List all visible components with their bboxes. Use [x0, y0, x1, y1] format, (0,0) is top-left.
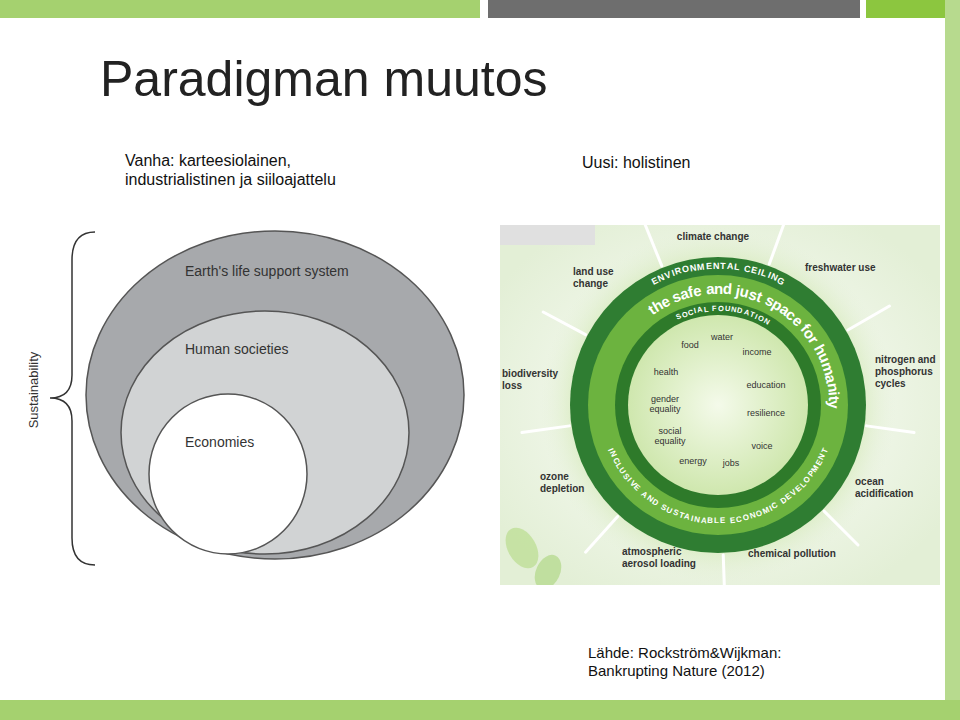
diagram-label: land use change: [573, 266, 625, 290]
spoke: [723, 555, 725, 585]
spoke: [867, 426, 915, 433]
ring-environmental: [570, 257, 866, 553]
diagram-label: climate change: [677, 231, 749, 243]
arc-letter: n: [714, 281, 723, 296]
arc-letter: N: [689, 263, 697, 273]
glow: [540, 227, 896, 583]
inner-disc: [628, 315, 808, 495]
diagram-label: social equality: [650, 426, 690, 446]
diagram-label: atmospheric aerosol loading: [622, 546, 717, 570]
diagram-label: food: [681, 340, 699, 350]
circle-label: Economies: [185, 434, 254, 450]
diagram-label: gender equality: [645, 394, 685, 414]
leaf: [530, 551, 567, 585]
spoke: [769, 225, 785, 264]
top-bar: [488, 0, 860, 18]
diagram-label: education: [746, 380, 785, 390]
slide-title: Paradigman muutos: [100, 48, 547, 110]
diagram-label: voice: [751, 441, 772, 451]
image-ground: [500, 225, 940, 585]
nested-circle: Economies: [148, 393, 308, 555]
arc-letter: U: [724, 305, 730, 313]
bottom-bar: [0, 700, 960, 720]
arc-letter: A: [700, 516, 707, 525]
arc-letter: t: [827, 395, 842, 401]
arc-letter: a: [705, 281, 714, 297]
spoke: [522, 426, 570, 433]
arc-letter: E: [705, 262, 712, 271]
arc-letter: E: [729, 516, 735, 525]
arc-letter: O: [742, 514, 750, 523]
diagram-label: Vanha: karteesiolainen, industrialistine…: [125, 151, 395, 189]
diagram-label: water: [711, 332, 733, 342]
doughnut-illustration: [500, 225, 940, 585]
diagram-label: nitrogen and phosphorus cycles: [875, 354, 943, 390]
diagram-label: resilience: [747, 408, 785, 418]
arc-letter: E: [720, 517, 726, 525]
ring-safe-space: [588, 275, 848, 535]
arc-letter: N: [693, 515, 700, 524]
diagram-label: ocean acidification: [855, 476, 927, 500]
spoke: [848, 306, 890, 330]
diagram-label: chemical pollution: [748, 548, 836, 560]
arc-letter: F: [712, 305, 717, 313]
nested-circle: Earth's life support systemHuman societi…: [85, 230, 465, 560]
circle-shape: [149, 394, 307, 554]
circle-shape: [121, 311, 409, 554]
arc-letter: y: [827, 401, 842, 409]
arc-letter: A: [726, 262, 733, 272]
diagram-label: biodiversity loss: [502, 368, 568, 392]
nested-circle: Human societiesEconomies: [120, 310, 410, 555]
top-bar: [0, 0, 480, 18]
arc-letter: T: [720, 261, 726, 270]
arc-letter: L: [703, 305, 708, 313]
arc-letter: O: [718, 305, 724, 313]
spoke: [586, 516, 618, 552]
arc-letter: d: [723, 281, 733, 297]
diagram-label: Uusi: holistinen: [582, 153, 691, 172]
arc-letter: C: [735, 515, 742, 524]
diagram-label: freshwater use: [805, 262, 876, 274]
spoke: [543, 312, 585, 335]
circle-outline: [148, 393, 308, 555]
circle-shape: [86, 231, 464, 559]
circle-label: Human societies: [185, 341, 289, 357]
image-corner: [500, 225, 595, 245]
diagram-label: energy: [679, 456, 707, 466]
spoke: [644, 225, 662, 266]
brace-label: Sustainability: [26, 352, 41, 429]
circle-label: Earth's life support system: [185, 263, 349, 279]
arc-letter: M: [697, 262, 706, 272]
arc-letter: L: [714, 517, 719, 525]
diagram-label: ozone depletion: [540, 471, 595, 495]
ring-social: [615, 302, 821, 508]
diagram-label: income: [742, 347, 771, 357]
source-caption: Lähde: Rockström&Wijkman: Bankrupting Na…: [588, 644, 828, 680]
arc-letter: B: [707, 517, 713, 525]
spoke: [824, 511, 858, 545]
arc-letter: L: [734, 262, 741, 272]
diagram-label: jobs: [723, 458, 740, 468]
spokes: [522, 225, 914, 585]
side-bar: [945, 0, 960, 720]
arc-letter: N: [713, 261, 720, 270]
diagram-label: health: [654, 367, 679, 377]
